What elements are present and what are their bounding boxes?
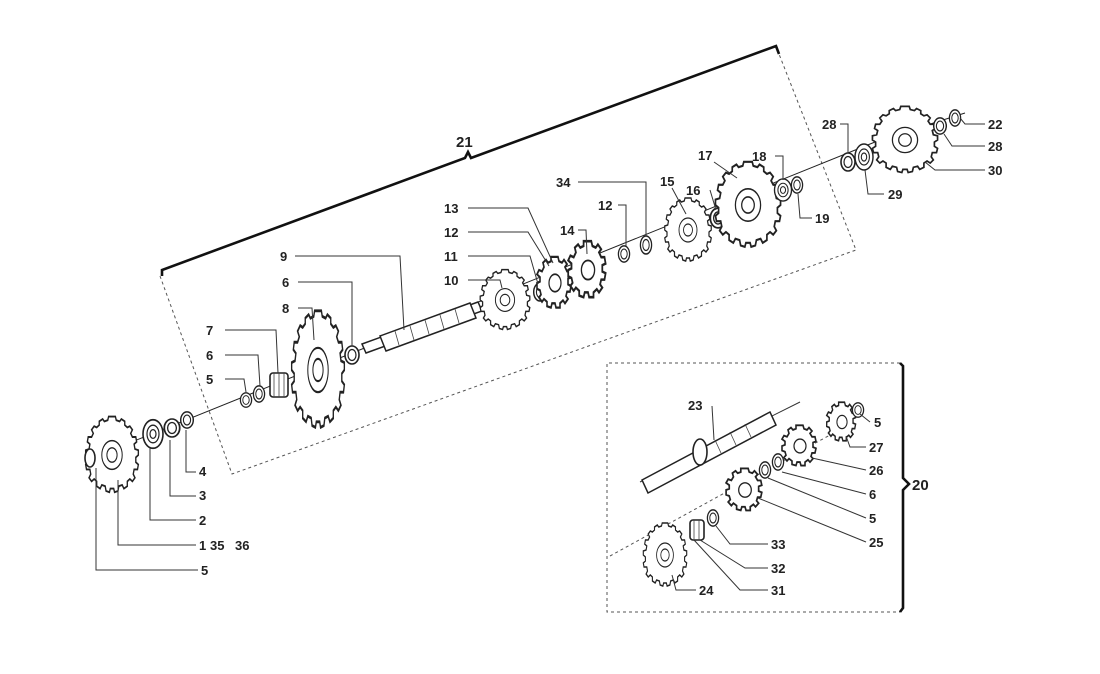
- label-27: 27: [869, 440, 883, 455]
- sprocket-washer-5: [84, 448, 96, 468]
- washer-6-main: [252, 385, 266, 403]
- part-labels: 5 1 35 36 2 3 4 5 6 7 8 6 9 10 11 12 13 …: [199, 117, 1002, 598]
- label-26: 26: [869, 463, 883, 478]
- label-13: 13: [444, 201, 458, 216]
- label-8: 8: [282, 301, 289, 316]
- gear-26: [781, 424, 817, 467]
- bearing-29: [854, 143, 874, 171]
- label-32: 32: [771, 561, 785, 576]
- group-20-bracket: 20: [606, 362, 929, 613]
- label-23: 23: [688, 398, 702, 413]
- label-29: 29: [888, 187, 902, 202]
- gear-17: [714, 160, 782, 248]
- label-4: 4: [199, 464, 207, 479]
- gear-10: [479, 268, 531, 331]
- circlip-22: [948, 109, 962, 127]
- washer-19: [790, 176, 804, 194]
- label-2: 2: [199, 513, 206, 528]
- label-6-upper: 6: [282, 275, 289, 290]
- label-24: 24: [699, 583, 714, 598]
- spacer-3: [163, 418, 181, 438]
- gear-8: [290, 309, 346, 429]
- label-6-sec: 6: [869, 487, 876, 502]
- gear-13: [535, 255, 573, 309]
- gear-30: [871, 105, 939, 174]
- needle-bearing-32: [689, 519, 705, 541]
- label-5-main: 5: [206, 372, 213, 387]
- label-12-left: 12: [444, 225, 458, 240]
- label-15: 15: [660, 174, 674, 189]
- label-18: 18: [752, 149, 766, 164]
- label-28-left: 28: [822, 117, 836, 132]
- washer-33: [706, 509, 720, 527]
- label-22: 22: [988, 117, 1002, 132]
- label-6-main: 6: [206, 348, 213, 363]
- label-33: 33: [771, 537, 785, 552]
- leader-lines: [95, 117, 985, 591]
- label-36: 36: [235, 538, 249, 553]
- label-25: 25: [869, 535, 883, 550]
- label-7: 7: [206, 323, 213, 338]
- label-14: 14: [560, 223, 575, 238]
- label-34: 34: [556, 175, 571, 190]
- label-16: 16: [686, 183, 700, 198]
- bearing-2: [142, 418, 164, 450]
- label-35: 35: [210, 538, 224, 553]
- needle-bearing-7: [269, 372, 289, 398]
- washer-5-sec: [758, 461, 772, 479]
- label-9: 9: [280, 249, 287, 264]
- washer-6-sec: [771, 453, 785, 471]
- group-label-20: 20: [912, 477, 929, 494]
- main-shaft-9: [360, 301, 484, 354]
- label-10: 10: [444, 273, 458, 288]
- label-19: 19: [815, 211, 829, 226]
- washer-12-right: [617, 245, 631, 263]
- group-21-bracket: 21: [159, 44, 857, 475]
- gear-25: [725, 467, 763, 512]
- label-17: 17: [698, 148, 712, 163]
- group-label-21: 21: [456, 134, 473, 151]
- washer-28-right: [932, 117, 948, 135]
- label-31: 31: [771, 583, 785, 598]
- gear-15: [663, 197, 713, 262]
- label-5-bottom: 5: [201, 563, 208, 578]
- circlip-34: [639, 235, 653, 255]
- label-5-sec: 5: [869, 511, 876, 526]
- label-12-right: 12: [598, 198, 612, 213]
- bearing-18: [773, 178, 793, 202]
- washer-5-main: [239, 392, 253, 408]
- gear-24: [642, 522, 688, 587]
- seal-4: [179, 411, 195, 429]
- label-3: 3: [199, 488, 206, 503]
- label-11: 11: [444, 249, 458, 264]
- label-30: 30: [988, 163, 1002, 178]
- washer-6-upper: [344, 345, 360, 365]
- label-1: 1: [199, 538, 206, 553]
- washer-28-left: [840, 152, 856, 172]
- secondary-shaft-23: [641, 410, 777, 495]
- gear-27: [825, 401, 857, 442]
- label-28-right: 28: [988, 139, 1002, 154]
- label-5-sec-top: 5: [874, 415, 881, 430]
